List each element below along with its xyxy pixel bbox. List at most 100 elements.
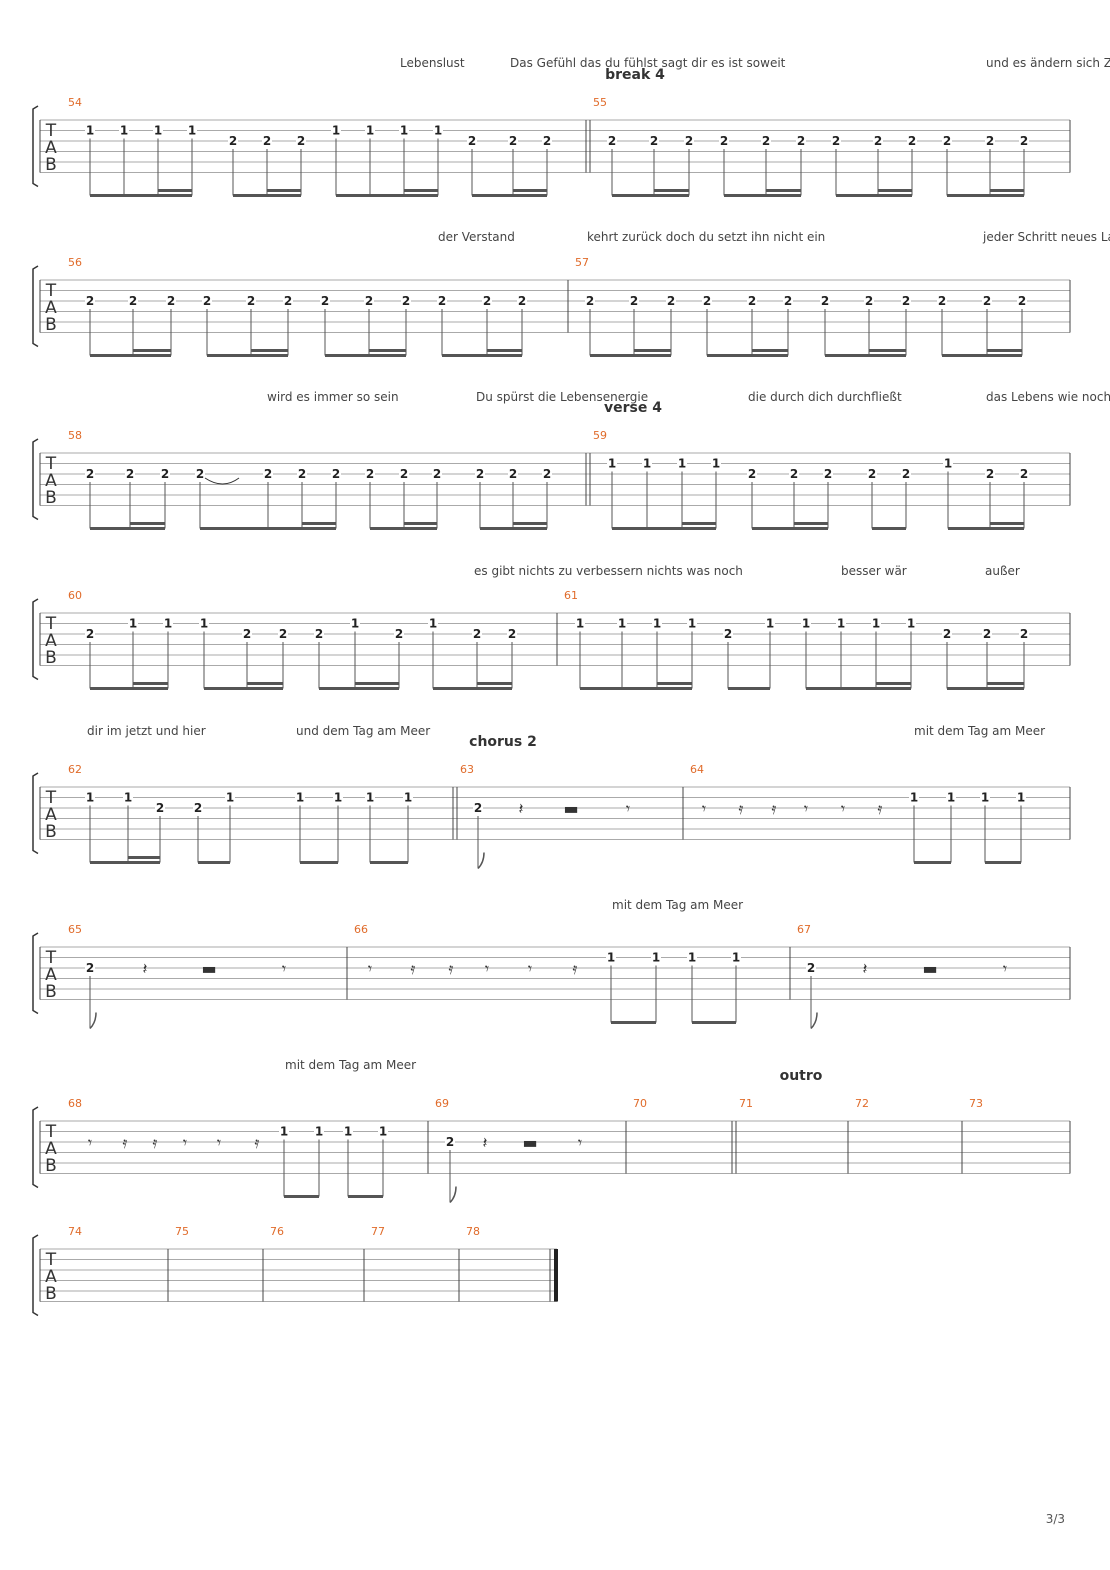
- fret-number: 2: [543, 467, 551, 481]
- fret-number: 2: [943, 627, 951, 641]
- fret-number: 1: [643, 457, 651, 471]
- fret-bg: [901, 467, 911, 479]
- tie: [204, 477, 240, 485]
- lyric-text: außer: [985, 564, 1020, 578]
- fret-bg: [687, 616, 697, 629]
- fret-number: 1: [86, 124, 94, 138]
- fret-bg: [123, 790, 133, 803]
- fret-bg: [482, 294, 492, 306]
- measure-number: 65: [68, 923, 82, 936]
- system-bracket: [32, 1234, 39, 1317]
- fret-bg: [508, 134, 518, 146]
- tab-clef-letter: A: [45, 965, 57, 985]
- fret-number: 2: [983, 627, 991, 641]
- system-bracket: [32, 598, 39, 681]
- fret-bg: [195, 467, 205, 479]
- fret-bg: [652, 616, 662, 629]
- fret-number: 2: [703, 294, 711, 308]
- note-flag: [449, 1186, 457, 1204]
- fret-number: 2: [263, 134, 271, 148]
- fret-bg: [350, 616, 360, 629]
- fret-bg: [907, 134, 917, 146]
- fret-bg: [365, 790, 375, 803]
- fret-bg: [801, 616, 811, 629]
- lyric-text: jeder Schritt neues Lan: [982, 230, 1110, 244]
- fret-bg: [225, 790, 235, 803]
- fret-bg: [125, 467, 135, 479]
- fret-number: 2: [902, 294, 910, 308]
- rest-symbol: 𝄽: [519, 799, 524, 818]
- fret-bg: [262, 134, 272, 146]
- page-number: 3/3: [1045, 1512, 1065, 1526]
- system-bracket: [32, 105, 39, 188]
- fret-number: 1: [1017, 791, 1025, 805]
- fret-bg: [836, 616, 846, 629]
- fret-number: 1: [607, 951, 615, 965]
- fret-bg: [702, 294, 712, 306]
- lyric-text: mit dem Tag am Meer: [612, 898, 743, 912]
- fret-bg: [202, 294, 212, 306]
- fret-number: 2: [86, 627, 94, 641]
- fret-number: 2: [446, 1135, 454, 1149]
- tab-clef-letter: A: [45, 805, 57, 825]
- fret-number: 1: [429, 617, 437, 631]
- fret-number: 2: [321, 294, 329, 308]
- lyric-text: der Verstand: [438, 230, 515, 244]
- fret-bg: [677, 456, 687, 469]
- fret-number: 1: [296, 791, 304, 805]
- fret-bg: [747, 467, 757, 479]
- fret-bg: [1016, 790, 1026, 803]
- measure-number: 78: [466, 1225, 480, 1238]
- measure-number: 70: [633, 1097, 647, 1110]
- fret-bg: [166, 294, 176, 306]
- fret-bg: [982, 627, 992, 639]
- section-marker: break 4: [605, 67, 665, 83]
- fret-bg: [428, 616, 438, 629]
- fret-number: 2: [366, 467, 374, 481]
- fret-bg: [472, 627, 482, 639]
- fret-number: 2: [784, 294, 792, 308]
- fret-number: 2: [608, 134, 616, 148]
- rest-symbol: 𝄾: [578, 1133, 582, 1152]
- fret-bg: [283, 294, 293, 306]
- fret-number: 2: [986, 467, 994, 481]
- fret-bg: [295, 790, 305, 803]
- fret-number: 1: [981, 791, 989, 805]
- lyric-text: und es ändern sich Zu: [986, 56, 1110, 70]
- fret-bg: [517, 294, 527, 306]
- fret-number: 1: [124, 791, 132, 805]
- fret-bg: [542, 467, 552, 479]
- fret-bg: [314, 627, 324, 639]
- fret-bg: [242, 627, 252, 639]
- fret-bg: [378, 1124, 388, 1137]
- fret-bg: [128, 294, 138, 306]
- note-flag: [89, 1012, 97, 1030]
- fret-bg: [228, 134, 238, 146]
- fret-number: 1: [366, 124, 374, 138]
- fret-bg: [433, 123, 443, 136]
- fret-number: 2: [865, 294, 873, 308]
- fret-bg: [820, 294, 830, 306]
- fret-number: 2: [298, 467, 306, 481]
- fret-number: 1: [766, 617, 774, 631]
- fret-number: 2: [315, 627, 323, 641]
- system-bracket: [32, 1106, 39, 1189]
- fret-number: 2: [395, 627, 403, 641]
- measure-number: 55: [593, 96, 607, 109]
- measure-number: 56: [68, 256, 82, 269]
- fret-bg: [864, 294, 874, 306]
- fret-bg: [278, 627, 288, 639]
- fret-bg: [333, 790, 343, 803]
- fret-bg: [867, 467, 877, 479]
- system-bracket: [32, 932, 39, 1015]
- fret-number: 2: [476, 467, 484, 481]
- fret-bg: [942, 627, 952, 639]
- fret-bg: [85, 790, 95, 803]
- fret-number: 1: [344, 1125, 352, 1139]
- rest-symbol: 𝄽: [143, 959, 148, 978]
- measure-number: 54: [68, 96, 82, 109]
- measure-number: 77: [371, 1225, 385, 1238]
- fret-number: 2: [586, 294, 594, 308]
- fret-number: 1: [280, 1125, 288, 1139]
- rest-symbol: 𝄾: [217, 1133, 221, 1152]
